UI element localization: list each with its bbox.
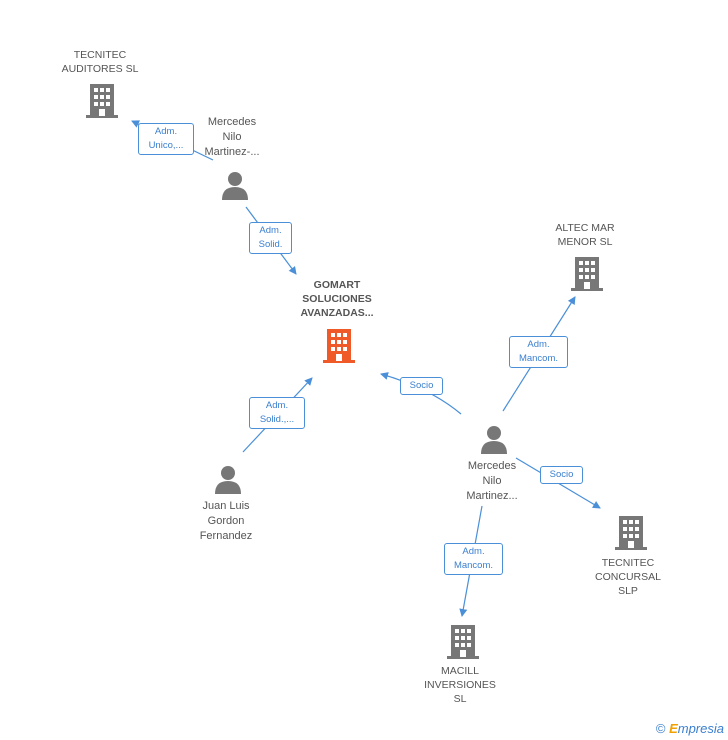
edge-label-adm-mancom-altec[interactable]: Adm. Mancom. — [509, 336, 568, 368]
edge-label-socio-concursal[interactable]: Socio — [540, 466, 583, 484]
person-icon[interactable] — [213, 464, 243, 494]
building-icon[interactable] — [447, 625, 479, 659]
building-icon[interactable] — [571, 257, 603, 291]
node-label-tecnitec-auditores[interactable]: TECNITEC AUDITORES SL — [61, 49, 139, 75]
node-label-tecnitec-concursal[interactable]: TECNITEC CONCURSAL SLP — [595, 557, 661, 597]
node-label-mercedes-top[interactable]: Mercedes Nilo Martinez-... — [204, 116, 260, 158]
brand-e: E — [669, 721, 678, 736]
edge-label-adm-solid-juan[interactable]: Adm. Solid.,... — [249, 397, 305, 429]
copyright-symbol: © — [655, 721, 666, 736]
building-icon[interactable] — [615, 516, 647, 550]
edge-label-adm-mancom-macill[interactable]: Adm. Mancom. — [444, 543, 503, 575]
edge-label-adm-unico[interactable]: Adm. Unico,... — [138, 123, 194, 155]
building-icon[interactable] — [323, 329, 355, 363]
node-label-macill[interactable]: MACILL INVERSIONES SL — [424, 665, 496, 705]
brand-name: mpresia — [677, 721, 724, 736]
person-icon[interactable] — [220, 170, 250, 200]
node-label-juan-luis[interactable]: Juan Luis Gordon Fernandez — [199, 500, 253, 542]
edge-label-socio-gomart[interactable]: Socio — [400, 377, 443, 395]
node-label-gomart[interactable]: GOMART SOLUCIONES AVANZADAS... — [300, 279, 374, 319]
person-icon[interactable] — [479, 424, 509, 454]
node-label-altec[interactable]: ALTEC MAR MENOR SL — [555, 222, 615, 248]
brand-logo: © Empresia — [656, 721, 724, 736]
building-icon[interactable] — [86, 84, 118, 118]
node-label-mercedes-bottom[interactable]: Mercedes Nilo Martinez... — [466, 460, 518, 502]
edge-label-adm-solid-top[interactable]: Adm. Solid. — [249, 222, 292, 254]
